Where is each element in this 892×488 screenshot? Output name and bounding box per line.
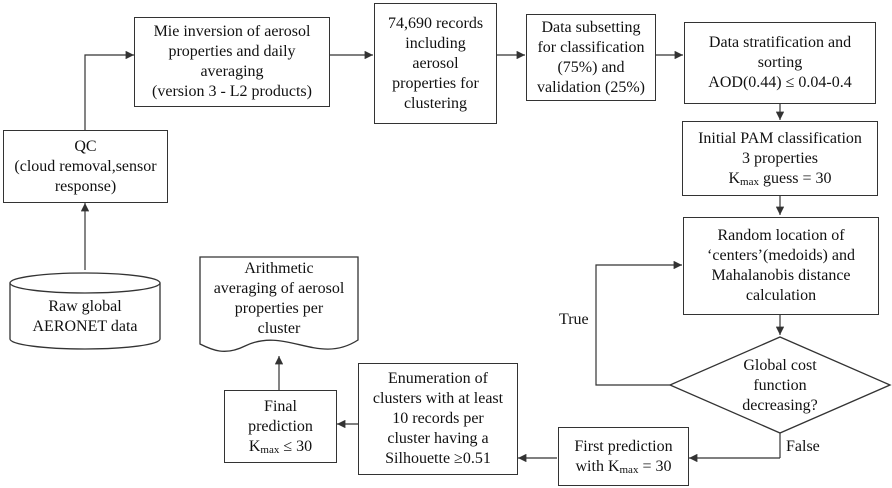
initial-pam-box: Initial PAM classification 3 properties … [682,121,878,196]
random-location-box: Random location of ‘centers’(medoids) an… [683,217,879,315]
final-prediction-box: Final prediction Kmax ≤ 30 [224,390,337,463]
mie-inversion-box: Mie inversion of aerosol properties and … [134,17,330,107]
data-stratification-box: Data stratification and sorting AOD(0.44… [684,22,876,104]
qc-box: QC (cloud removal,sensor response) [3,130,168,203]
edge-true-loop [595,260,682,386]
first-prediction-box: First prediction with Kmax = 30 [558,427,689,486]
raw-data-text: Raw global AERONET data [32,298,138,335]
true-edge-label: True [559,311,589,328]
raw-data-cylinder [9,272,161,350]
arithmetic-document-shape [199,256,359,352]
edge-qc-to-mie [84,50,134,130]
data-subsetting-box: Data subsetting for classification (75%)… [526,14,656,101]
records-box: 74,690 records including aerosol propert… [374,3,497,124]
arithmetic-averaging-text: Arithmetic averaging of aerosol properti… [213,260,345,337]
decision-text: Global cost function decreasing? [742,357,818,414]
enumeration-box: Enumeration of clusters with at least 10… [358,363,518,475]
false-edge-label: False [786,438,820,455]
